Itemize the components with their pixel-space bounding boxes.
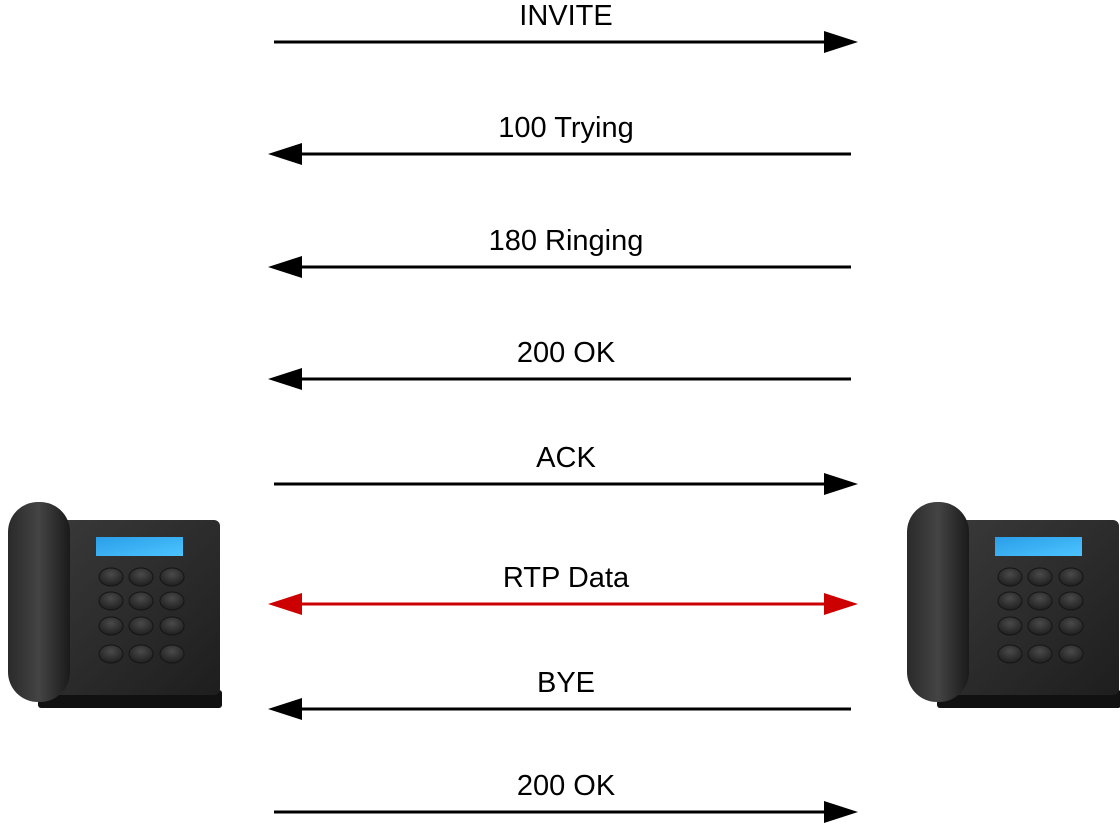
phone-key <box>997 591 1023 611</box>
message-label: 200 OK <box>517 337 616 369</box>
arrowhead-right <box>824 593 858 615</box>
message-label: INVITE <box>519 0 612 32</box>
phone-key <box>1058 616 1084 636</box>
phone-handset <box>8 502 70 702</box>
message-label: 100 Trying <box>498 112 633 144</box>
arrowhead-left <box>268 256 302 278</box>
arrowhead-left <box>268 698 302 720</box>
phone-key <box>1058 591 1084 611</box>
phone-key <box>128 644 154 664</box>
message-100-trying: 100 Trying <box>268 112 851 165</box>
arrowhead-left <box>268 368 302 390</box>
phone-key <box>98 616 124 636</box>
message-label: 200 OK <box>517 770 616 802</box>
phone-key <box>997 567 1023 587</box>
phone-key <box>997 644 1023 664</box>
message-rtp-data: RTP Data <box>268 562 858 615</box>
phone-screen <box>96 537 183 556</box>
phone-key <box>1058 567 1084 587</box>
phone-key <box>159 644 185 664</box>
phone-key <box>159 591 185 611</box>
right-desk-phone-icon <box>907 502 1120 708</box>
phone-key <box>128 616 154 636</box>
message-200-ok: 200 OK <box>268 337 851 390</box>
message-180-ringing: 180 Ringing <box>268 225 851 278</box>
phone-key <box>128 591 154 611</box>
phone-key <box>98 644 124 664</box>
phone-handset <box>907 502 969 702</box>
message-ack: ACK <box>274 442 858 495</box>
message-label: BYE <box>537 667 595 699</box>
arrowhead-right <box>824 31 858 53</box>
message-200-ok: 200 OK <box>274 770 858 823</box>
arrowhead-right <box>824 473 858 495</box>
phone-key <box>1027 644 1053 664</box>
arrowhead-right <box>824 801 858 823</box>
phone-key <box>997 616 1023 636</box>
phone-key <box>159 567 185 587</box>
arrowhead-left <box>268 593 302 615</box>
phone-key <box>98 591 124 611</box>
phone-key <box>159 616 185 636</box>
phone-key <box>98 567 124 587</box>
phone-key <box>1027 591 1053 611</box>
phone-key <box>128 567 154 587</box>
phone-screen <box>995 537 1082 556</box>
message-label: RTP Data <box>503 562 630 594</box>
message-invite: INVITE <box>274 0 858 53</box>
arrowhead-left <box>268 143 302 165</box>
phone-key <box>1058 644 1084 664</box>
message-bye: BYE <box>268 667 851 720</box>
left-desk-phone-icon <box>8 502 222 708</box>
message-label: 180 Ringing <box>489 225 644 257</box>
phone-key <box>1027 616 1053 636</box>
message-label: ACK <box>536 442 596 474</box>
phone-key <box>1027 567 1053 587</box>
